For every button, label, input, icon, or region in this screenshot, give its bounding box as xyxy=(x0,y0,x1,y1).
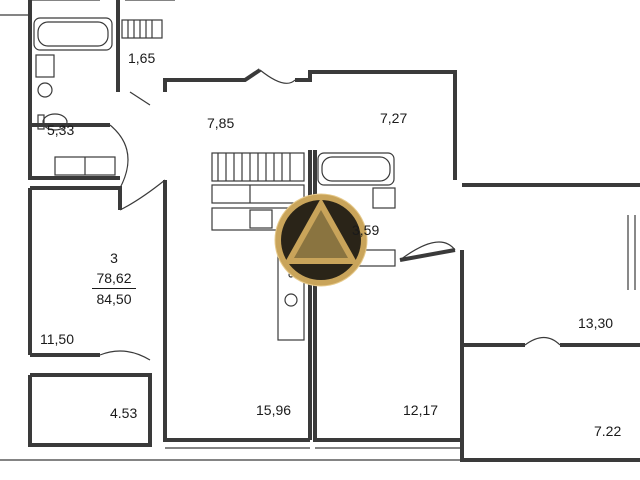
unit-total-area: 84,50 xyxy=(96,291,132,307)
washer-shelf-left xyxy=(54,156,116,176)
label-hall-left: 7,85 xyxy=(207,115,235,131)
label-room-left: 11,50 xyxy=(40,331,74,347)
sink-top-left xyxy=(35,54,55,98)
watermark-seal xyxy=(274,193,368,287)
label-bath-top-left: 5,33 xyxy=(47,122,75,138)
label-loggia-right: 7.22 xyxy=(594,423,622,439)
label-bath-center: 3,59 xyxy=(352,222,380,238)
label-room-center: 12,17 xyxy=(403,402,439,418)
toilet-top-left xyxy=(37,113,68,131)
bathtub-center xyxy=(317,152,396,267)
thin-lines xyxy=(0,0,640,461)
label-kitchen: 15,96 xyxy=(256,402,292,418)
label-room-right: 13,30 xyxy=(578,315,614,331)
label-loggia-left: 4.53 xyxy=(110,405,138,421)
label-wc-top: 1,65 xyxy=(128,50,156,66)
wc-shelf xyxy=(121,19,163,39)
unit-info: 3 78,62 84,50 xyxy=(84,248,144,309)
unit-living-area: 78,62 xyxy=(96,270,132,286)
label-hall-right: 7,27 xyxy=(380,110,408,126)
unit-separator xyxy=(92,288,136,289)
unit-rooms: 3 xyxy=(110,250,118,266)
bathtub-top-left xyxy=(33,17,113,51)
